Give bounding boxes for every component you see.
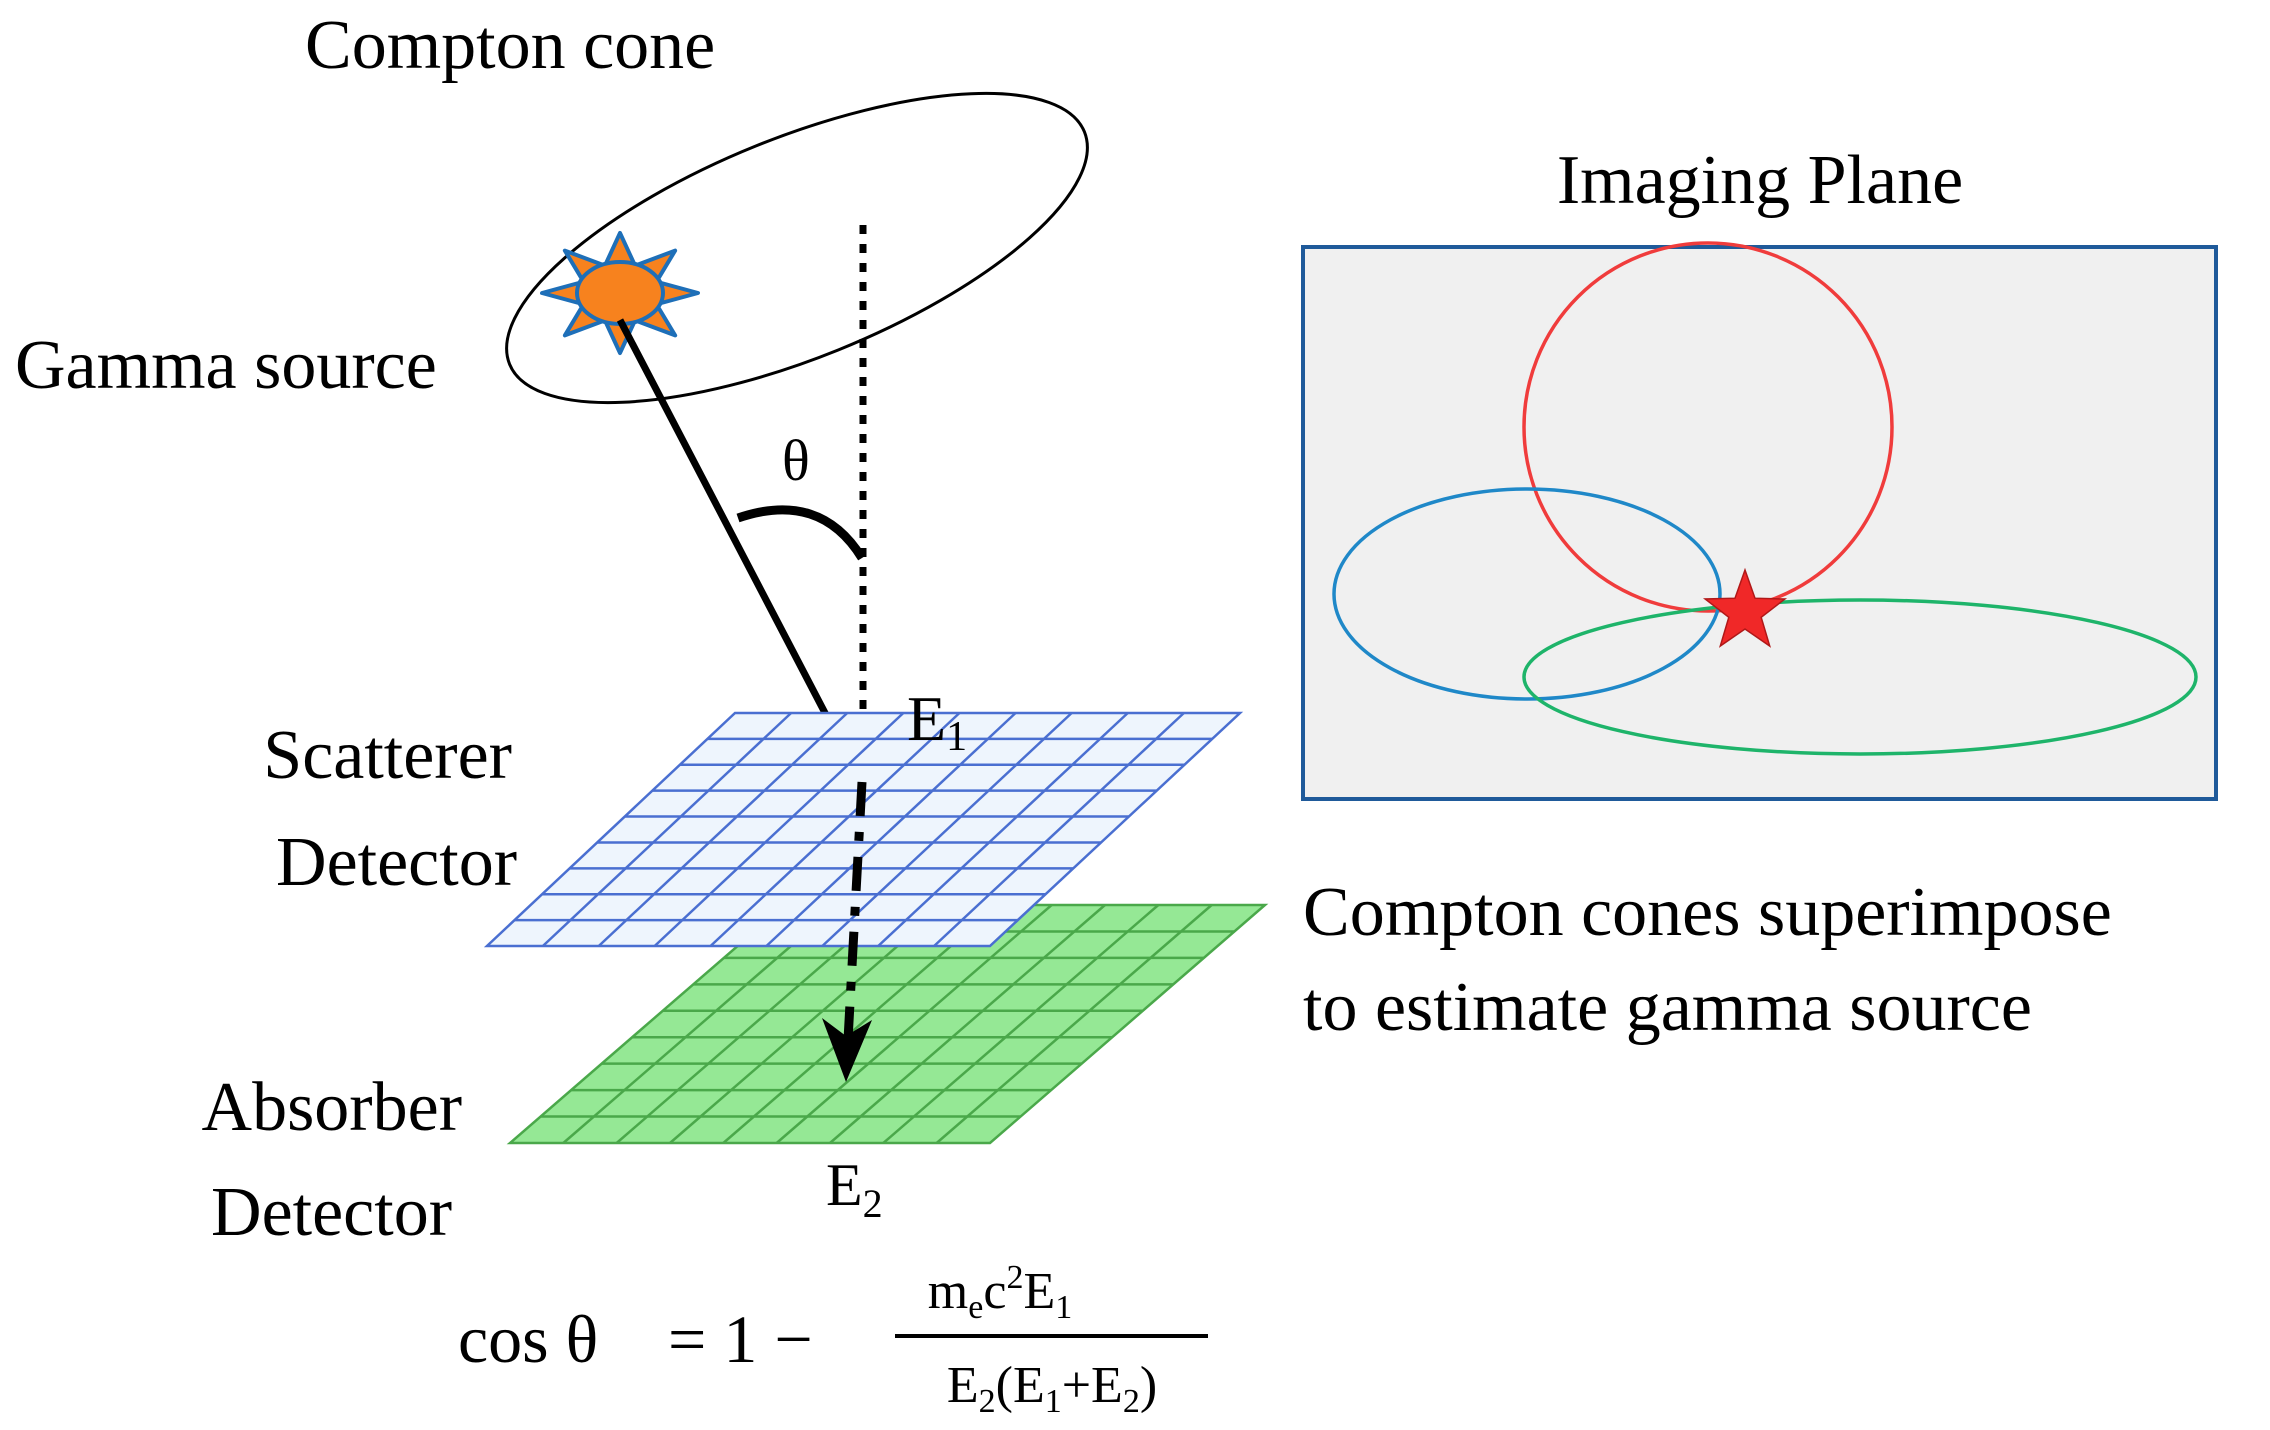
scatterer-label-line2: Detector — [276, 824, 517, 901]
imaging-plane-frame — [1301, 241, 2218, 801]
scatterer-label-line1: Scatterer — [263, 717, 512, 794]
e2-label: E2 — [826, 1152, 883, 1226]
scattered-ray-arrowhead — [822, 1018, 872, 1082]
compton-formula: cos θ = 1 − mec2E1 E2(E1+E2) — [458, 1259, 1208, 1420]
theta-arc — [736, 505, 866, 561]
gamma-source-label: Gamma source — [15, 327, 437, 404]
caption-line1: Compton cones superimpose — [1303, 874, 2112, 951]
formula-denominator: E2(E1+E2) — [947, 1357, 1157, 1420]
imaging-plane-title: Imaging Plane — [1557, 142, 1963, 219]
theta-label: θ — [782, 428, 810, 493]
formula-equals: = 1 − — [668, 1301, 813, 1377]
green-cone-ellipse — [1522, 598, 2198, 756]
e1-label: E1 — [907, 683, 967, 760]
formula-numerator: mec2E1 — [928, 1259, 1072, 1326]
scatterer-detector-grid — [483, 711, 1244, 948]
compton-cone-ellipse — [505, 91, 1089, 405]
absorber-label-line1: Absorber — [202, 1069, 462, 1146]
scattered-ray-line — [843, 781, 867, 1041]
formula-lhs: cos θ — [458, 1301, 598, 1377]
estimated-source-star-icon — [1702, 567, 1788, 648]
blue-cone-ellipse — [1332, 487, 1722, 701]
compton-cone-label: Compton cone — [305, 7, 715, 84]
incident-ray-line — [616, 318, 864, 782]
absorber-label-line2: Detector — [211, 1174, 452, 1251]
gamma-source-icon — [540, 231, 700, 355]
absorber-detector-grid — [506, 903, 1269, 1145]
red-cone-circle — [1522, 241, 1894, 613]
caption-line2: to estimate gamma source — [1303, 969, 2032, 1046]
